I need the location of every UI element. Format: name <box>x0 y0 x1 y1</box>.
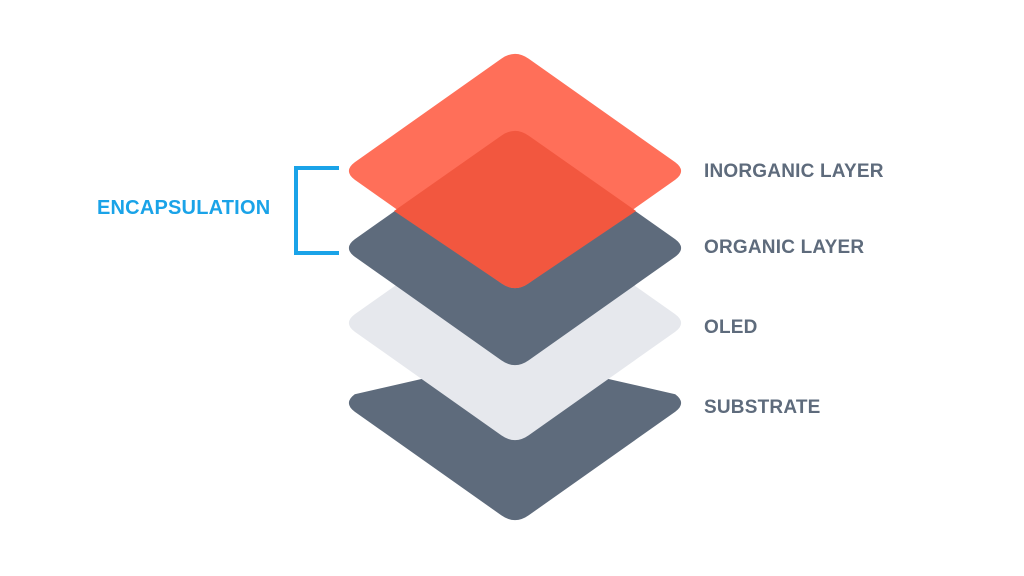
oled-layer-label: OLED <box>704 317 758 338</box>
encapsulation-label: ENCAPSULATION <box>97 197 271 219</box>
inorganic-organic-overlap <box>394 130 636 289</box>
inorganic-layer-label: INORGANIC LAYER <box>704 161 884 182</box>
organic-layer-label: ORGANIC LAYER <box>704 237 865 258</box>
encapsulation-bracket <box>294 166 339 255</box>
substrate-layer-label: SUBSTRATE <box>704 397 821 418</box>
